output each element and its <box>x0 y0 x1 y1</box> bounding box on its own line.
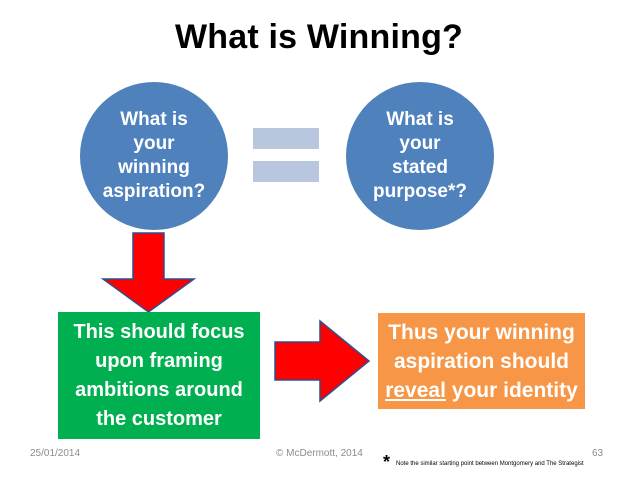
circle-right-line-2: your <box>399 133 441 154</box>
box-left-line-3: ambitions around <box>75 378 243 401</box>
box-left-line-4: the customer <box>96 407 222 430</box>
footer-page-number: 63 <box>592 448 604 459</box>
circle-left-line-3: winning <box>118 157 190 178</box>
circle-left-line-4: aspiration? <box>102 181 206 202</box>
right-arrow <box>274 319 371 403</box>
box-right-line-2: aspiration should <box>393 349 569 373</box>
down-arrow <box>100 232 197 313</box>
footer-date: 25/01/2014 <box>30 448 81 459</box>
slide-title: What is Winning? <box>174 18 464 56</box>
identity-box: Thus your winning aspiration should reve… <box>378 313 585 409</box>
circle-left-line-2: your <box>133 133 175 154</box>
winning-aspiration-circle: What is your winning aspiration? <box>80 82 228 230</box>
footnote-text: Note the similar starting point between … <box>396 461 584 467</box>
customer-focus-box: This should focus upon framing ambitions… <box>58 312 260 439</box>
box-right-line-3-rest: your identity <box>445 378 578 402</box>
circle-right-line-4: purpose*? <box>373 181 467 202</box>
box-left-line-1: This should focus <box>73 320 245 343</box>
equals-sign-top-bar <box>253 128 319 149</box>
footnote-marker: * <box>383 452 391 472</box>
box-right-line-3: reveal your identity <box>385 376 578 405</box>
circle-right-line-3: stated <box>392 157 448 178</box>
box-right-line-1: Thus your winning <box>388 320 575 344</box>
stated-purpose-circle: What is your stated purpose*? <box>346 82 494 230</box>
footer-copyright: © McDermott, 2014 <box>276 448 363 459</box>
box-left-line-2: upon framing <box>95 349 223 372</box>
circle-right-line-1: What is <box>386 109 454 130</box>
reveal-word: reveal <box>385 378 446 402</box>
circle-left-line-1: What is <box>120 109 188 130</box>
equals-sign-bottom-bar <box>253 161 319 182</box>
